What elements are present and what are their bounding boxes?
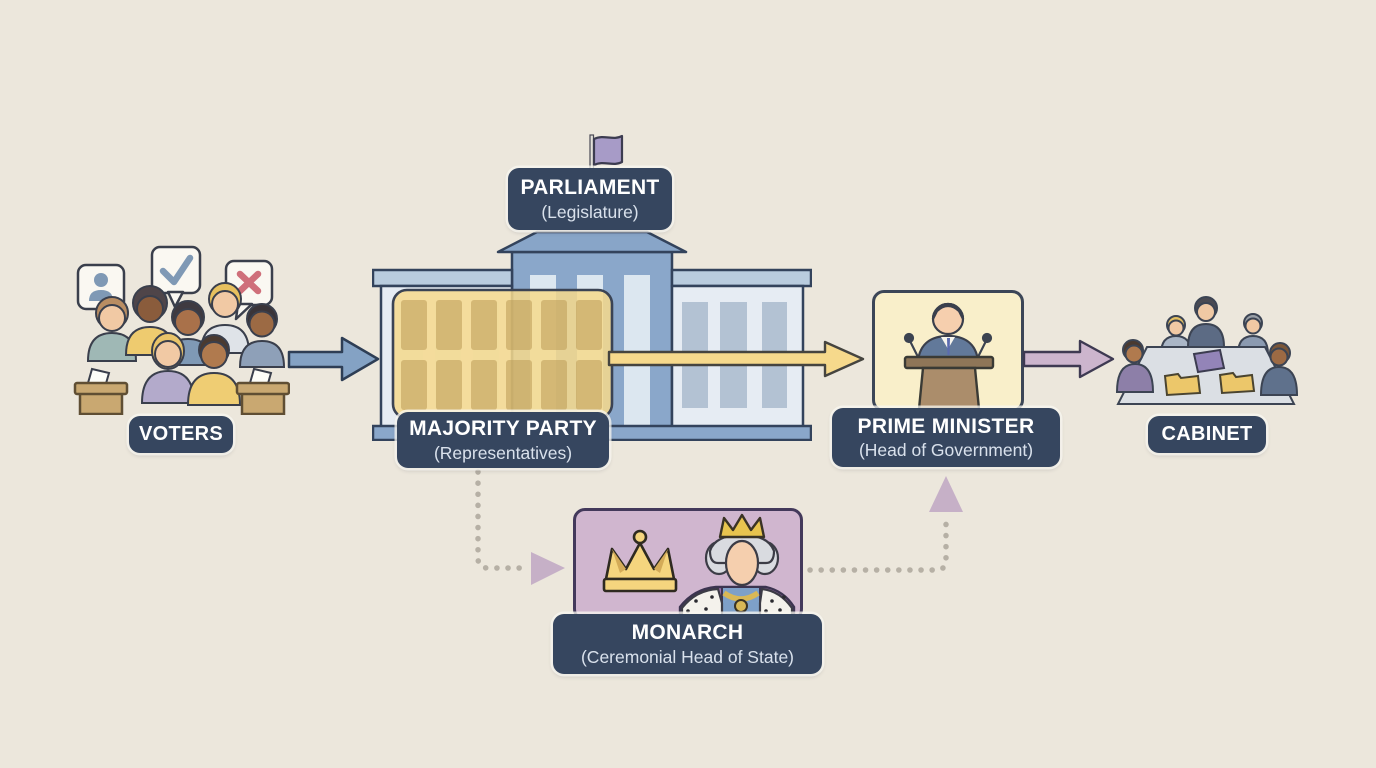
prime-minister-label-text: PRIME MINISTER bbox=[857, 414, 1035, 438]
arrow-pm-to-cabinet bbox=[1022, 339, 1115, 379]
folder-icon bbox=[1163, 371, 1256, 397]
monarch-box bbox=[573, 508, 803, 621]
crown-and-queen-illustration bbox=[602, 513, 796, 620]
speech-bubble-check-icon bbox=[150, 245, 202, 309]
queen-figure bbox=[678, 513, 796, 620]
cabinet-label-text: CABINET bbox=[1161, 423, 1253, 445]
prime-minister-box bbox=[872, 290, 1024, 412]
dotted-arrowhead bbox=[929, 476, 963, 512]
voter-crowd bbox=[86, 282, 286, 406]
prime-minister-sublabel-text: (Head of Government) bbox=[858, 440, 1034, 460]
monarch-label-text: MONARCH bbox=[631, 621, 744, 645]
majority-party-label-text: MAJORITY PARTY bbox=[409, 417, 597, 441]
monarch-sublabel-text: (Ceremonial Head of State) bbox=[580, 646, 795, 667]
monarch-label: MONARCH (Ceremonial Head of State) bbox=[553, 614, 822, 674]
small-crown-icon bbox=[718, 513, 766, 539]
cabinet-label: CABINET bbox=[1148, 416, 1266, 453]
flag-icon bbox=[589, 134, 624, 177]
cabinet-meeting-illustration bbox=[1115, 296, 1299, 405]
ballot-box-icon bbox=[235, 367, 290, 415]
arrow-majority-to-pm bbox=[607, 340, 865, 378]
voters-illustration bbox=[73, 245, 290, 415]
majority-party-sublabel-text: (Representatives) bbox=[433, 442, 573, 463]
arrow-voters-to-parliament bbox=[287, 336, 380, 382]
majority-party-label: MAJORITY PARTY (Representatives) bbox=[397, 412, 609, 468]
parliament-label: PARLIAMENT (Legislature) bbox=[508, 168, 672, 230]
parliament-label-text: PARLIAMENT bbox=[520, 176, 660, 200]
dotted-connector-monarch-to-pm bbox=[807, 476, 963, 573]
majority-party-box bbox=[391, 288, 614, 420]
voters-label: VOTERS bbox=[129, 416, 233, 453]
prime-minister-label: PRIME MINISTER (Head of Government) bbox=[832, 408, 1060, 467]
speaker-at-podium-illustration bbox=[903, 302, 995, 411]
microphone-icon bbox=[903, 332, 993, 358]
dotted-connector-majority-to-monarch bbox=[475, 469, 565, 585]
crown-icon bbox=[602, 529, 678, 593]
voters-label-text: VOTERS bbox=[138, 423, 224, 445]
seat-grid bbox=[401, 300, 602, 410]
parliament-sublabel-text: (Legislature) bbox=[541, 201, 639, 222]
dotted-arrowhead bbox=[531, 552, 565, 585]
ballot-box-icon bbox=[73, 367, 129, 415]
